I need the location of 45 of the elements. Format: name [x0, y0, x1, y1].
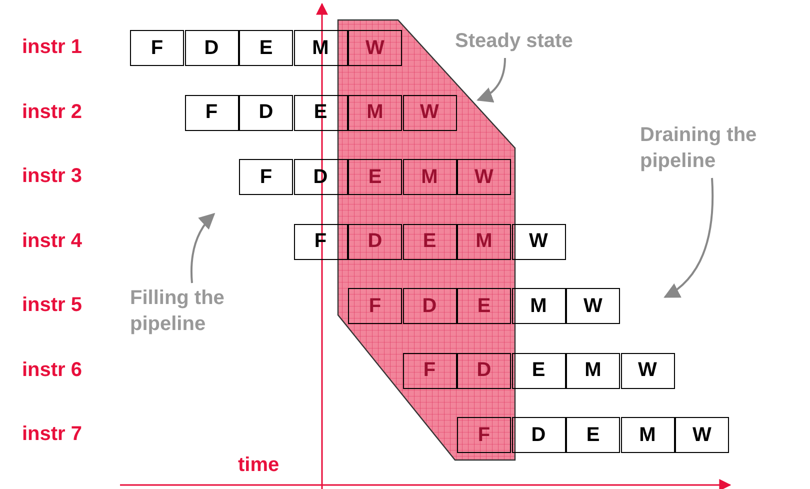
stage-cell: F: [348, 288, 402, 324]
stage-cell: W: [348, 30, 402, 66]
stage-cell: D: [184, 30, 238, 66]
stage-cell: W: [675, 417, 729, 453]
stage-cell: W: [457, 159, 511, 195]
row-label: instr 6: [22, 358, 82, 382]
stage-cell: F: [457, 417, 511, 453]
stage-cell: E: [348, 159, 402, 195]
stage-cell: M: [348, 94, 402, 130]
stage-cell: M: [566, 352, 620, 388]
annotation-text: Filling the pipeline: [130, 285, 260, 337]
stage-cell: W: [620, 352, 674, 388]
stage-cell: W: [512, 224, 566, 260]
stage-cell: E: [512, 352, 566, 388]
stage-cell: F: [239, 159, 293, 195]
stage-cell: E: [402, 224, 456, 260]
row-label: instr 4: [22, 230, 82, 252]
row-label: instr 7: [22, 423, 82, 446]
stage-cell: W: [402, 94, 456, 130]
stage-cell: E: [566, 417, 620, 453]
axis-label: time: [238, 454, 280, 477]
stage-cell: E: [457, 288, 511, 324]
stage-cell: M: [402, 159, 456, 195]
stage-cell: D: [402, 288, 456, 324]
stage-cell: M: [620, 417, 674, 453]
stage-cell: E: [239, 30, 293, 66]
pointer-arrow: [476, 58, 506, 102]
stage-cell: D: [512, 417, 566, 453]
stage-cell: F: [130, 30, 184, 66]
stage-cell: M: [457, 224, 511, 260]
row-label: instr 2: [22, 100, 82, 124]
annotation-text: Draining the pipeline: [640, 122, 800, 174]
stage-cell: F: [402, 352, 456, 388]
stage-cell: D: [239, 94, 293, 130]
row-label: instr 5: [22, 294, 82, 317]
row-label: instr 1: [22, 36, 82, 59]
annotation-text: Steady state: [455, 28, 615, 54]
stage-cell: F: [184, 94, 238, 130]
pointer-arrow: [664, 178, 714, 298]
stage-cell: M: [512, 288, 566, 324]
stage-cell: W: [566, 288, 620, 324]
stage-cell: D: [348, 224, 402, 260]
stage-cell: D: [457, 352, 511, 388]
pointer-arrow: [190, 212, 216, 284]
row-label: instr 3: [22, 165, 82, 188]
